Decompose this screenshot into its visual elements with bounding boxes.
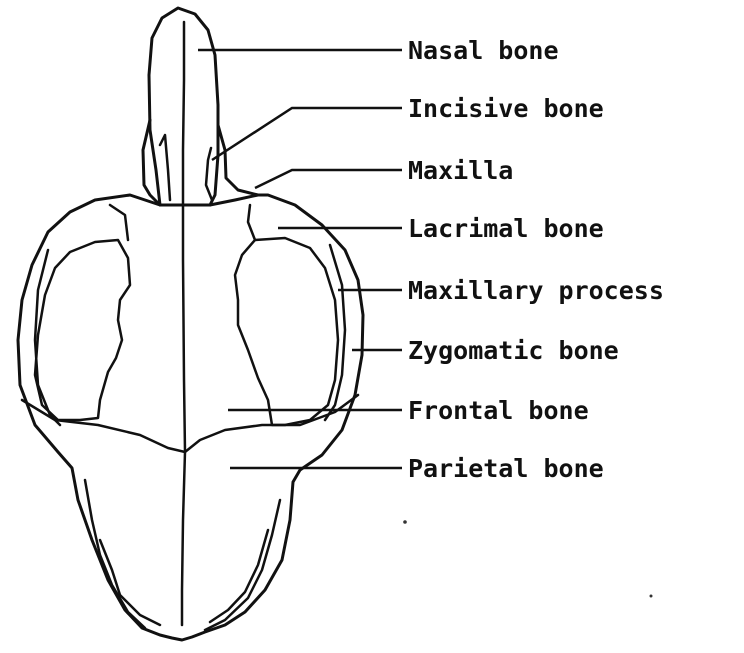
- frontal-nasal-suture: [110, 205, 128, 240]
- label-lacrimal-bone: Lacrimal bone: [408, 214, 604, 243]
- label-maxillary-process: Maxillary process: [408, 276, 664, 305]
- orbit-left: [35, 240, 130, 420]
- zygomatic-inner-right: [325, 245, 345, 420]
- incisive-inner-left: [160, 135, 170, 200]
- speck: [403, 520, 407, 524]
- label-nasal-bone: Nasal bone: [408, 36, 559, 65]
- frontoparietal-suture: [22, 395, 358, 452]
- label-frontal-bone: Frontal bone: [408, 396, 589, 425]
- incisive-inner-right: [206, 148, 212, 200]
- speck: [650, 595, 653, 598]
- leader-maxilla: [255, 170, 402, 188]
- incisive-right-flare: [218, 125, 258, 195]
- orbit-right: [235, 238, 338, 425]
- label-zygomatic-bone: Zygomatic bone: [408, 336, 619, 365]
- occipital-right-detail: [205, 500, 280, 630]
- label-maxilla: Maxilla: [408, 156, 513, 185]
- leader-incisive: [212, 108, 402, 160]
- labels: Nasal bone Incisive bone Maxilla Lacrima…: [408, 36, 664, 483]
- label-incisive-bone: Incisive bone: [408, 94, 604, 123]
- lacrimal-suture-right: [248, 205, 255, 240]
- sagittal-suture: [182, 22, 185, 625]
- occipital-left-detail: [85, 480, 145, 628]
- label-parietal-bone: Parietal bone: [408, 454, 604, 483]
- leader-lines: [198, 50, 402, 468]
